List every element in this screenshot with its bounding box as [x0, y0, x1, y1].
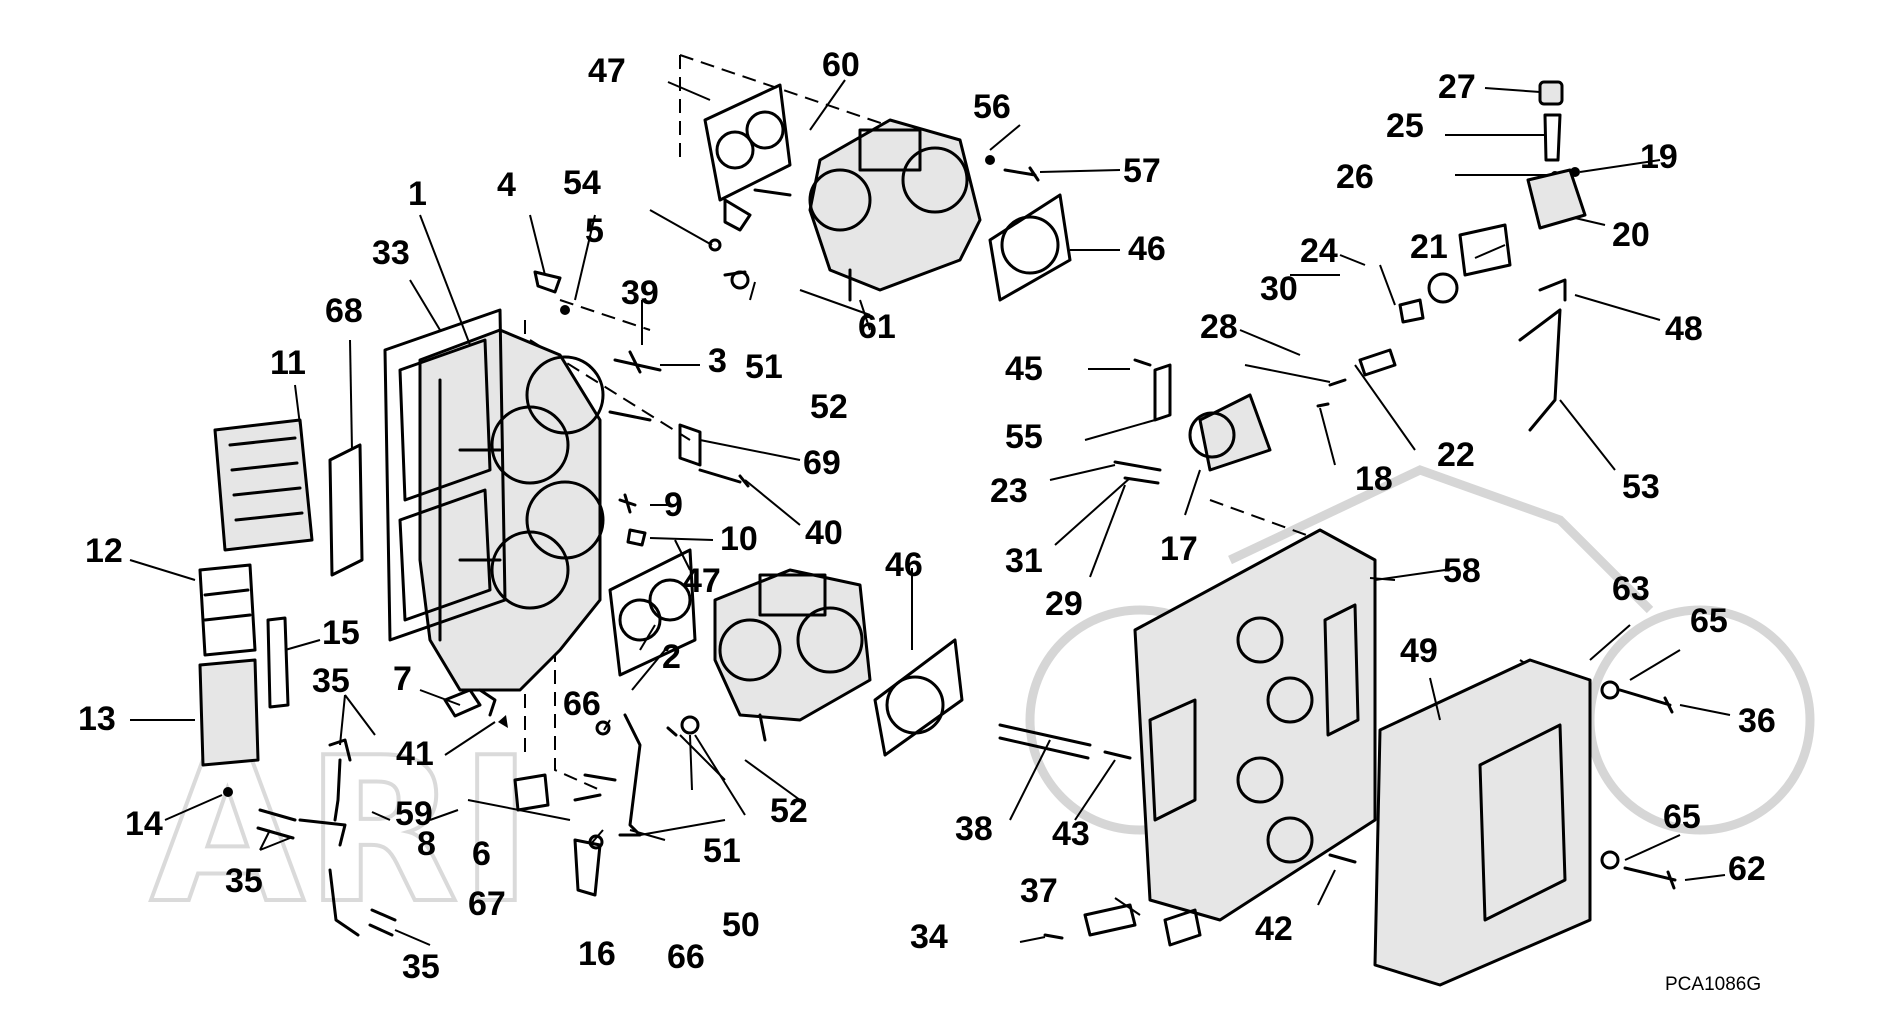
- callout-c58: 58: [1443, 552, 1481, 590]
- callout-c47a: 47: [588, 52, 626, 90]
- callout-c18: 18: [1355, 460, 1393, 498]
- hoses-35-59: [256, 738, 397, 937]
- callout-c9: 9: [664, 486, 683, 524]
- callout-c4: 4: [497, 166, 516, 204]
- gaskets-47-46-lower: [608, 548, 964, 757]
- callout-c39: 39: [621, 274, 659, 312]
- callout-c1: 1: [408, 175, 427, 213]
- callout-c35a: 35: [312, 662, 350, 700]
- callout-c11: 11: [270, 344, 306, 382]
- callout-c7: 7: [393, 660, 412, 698]
- intake-manifold-part: [418, 328, 605, 692]
- callout-c16: 16: [578, 935, 616, 973]
- callout-c2: 2: [662, 638, 681, 676]
- callout-c59: 59: [395, 795, 433, 833]
- callout-c46b: 46: [885, 546, 923, 584]
- callout-c46a: 46: [1128, 230, 1166, 268]
- callout-c41: 41: [396, 735, 434, 773]
- callout-c31: 31: [1005, 542, 1043, 580]
- callout-c17: 17: [1160, 530, 1198, 568]
- fuel-pump-17-part: [1113, 358, 1272, 485]
- callout-c56: 56: [973, 88, 1011, 126]
- gaskets-47-46-upper: [703, 83, 1072, 302]
- callout-c43: 43: [1052, 815, 1090, 853]
- callout-c35c: 35: [402, 948, 440, 986]
- callout-c27: 27: [1438, 68, 1476, 106]
- upper-carburetor-part: [808, 118, 982, 302]
- rod-and-screws: [998, 680, 1677, 947]
- plate-68-part: [328, 443, 364, 577]
- reed-parts-12-13-15: [198, 563, 290, 797]
- callout-c57: 57: [1123, 152, 1161, 190]
- reed-block-11-part: [213, 418, 314, 552]
- callout-c10: 10: [720, 520, 758, 558]
- callout-c13: 13: [78, 700, 116, 738]
- callout-c35b: 35: [225, 862, 263, 900]
- callout-c50: 50: [722, 906, 760, 944]
- callout-c66a: 66: [563, 685, 601, 723]
- callout-c33: 33: [372, 234, 410, 272]
- callout-c40: 40: [805, 514, 843, 552]
- callout-c29: 29: [1045, 585, 1083, 623]
- callout-c22: 22: [1437, 436, 1475, 474]
- callout-c68: 68: [325, 292, 363, 330]
- callout-c63: 63: [1612, 570, 1650, 608]
- callout-c24: 24: [1300, 232, 1338, 270]
- callout-c14: 14: [125, 805, 163, 843]
- silencer-cover-49-part: [1373, 658, 1592, 987]
- callout-c53: 53: [1622, 468, 1660, 506]
- callout-c23: 23: [990, 472, 1028, 510]
- callout-c54: 54: [563, 164, 601, 202]
- callout-c20: 20: [1612, 216, 1650, 254]
- callout-c25: 25: [1386, 107, 1424, 145]
- callout-c55: 55: [1005, 418, 1043, 456]
- callout-c3: 3: [708, 342, 727, 380]
- fuel-pump-parts: [1316, 80, 1587, 432]
- callout-c67: 67: [468, 885, 506, 923]
- drawing-code: PCA1086G: [1665, 974, 1761, 995]
- callout-c5: 5: [585, 212, 604, 250]
- callout-c30: 30: [1260, 270, 1298, 308]
- callout-c38: 38: [955, 810, 993, 848]
- leader-lines: [129, 79, 1731, 946]
- callout-labels: 47 60 56 57 46 54 61 51 52 1 4 5 33 39 6…: [78, 46, 1776, 995]
- callout-c21: 21: [1410, 228, 1448, 266]
- callout-c19: 19: [1640, 138, 1678, 176]
- callout-c65a: 65: [1690, 602, 1728, 640]
- callout-c60: 60: [822, 46, 860, 84]
- silencer-base-58-part: [1133, 528, 1377, 922]
- callout-c69: 69: [803, 444, 841, 482]
- callout-c47b: 47: [683, 562, 721, 600]
- small-fasteners: [443, 155, 1040, 897]
- callout-c45: 45: [1005, 350, 1043, 388]
- callout-c65b: 65: [1663, 798, 1701, 836]
- lower-carburetor-part: [713, 568, 872, 742]
- callout-c6: 6: [472, 835, 491, 873]
- callout-c52a: 52: [810, 388, 848, 426]
- callout-c48: 48: [1665, 310, 1703, 348]
- callout-c61: 61: [858, 308, 896, 346]
- callout-c66b: 66: [667, 938, 705, 976]
- callout-c34: 34: [910, 918, 948, 956]
- callout-c28: 28: [1200, 308, 1238, 346]
- callout-c37: 37: [1020, 872, 1058, 910]
- callout-c15: 15: [322, 614, 360, 652]
- callout-c62: 62: [1728, 850, 1766, 888]
- callout-c36: 36: [1738, 702, 1776, 740]
- callout-c49: 49: [1400, 632, 1438, 670]
- callout-c42: 42: [1255, 910, 1293, 948]
- callout-c12: 12: [85, 532, 123, 570]
- callout-c26: 26: [1336, 158, 1374, 196]
- callout-c8: 8: [417, 825, 436, 863]
- callout-c52b: 52: [770, 792, 808, 830]
- callout-c51a: 51: [745, 348, 783, 386]
- callout-c51b: 51: [703, 832, 741, 870]
